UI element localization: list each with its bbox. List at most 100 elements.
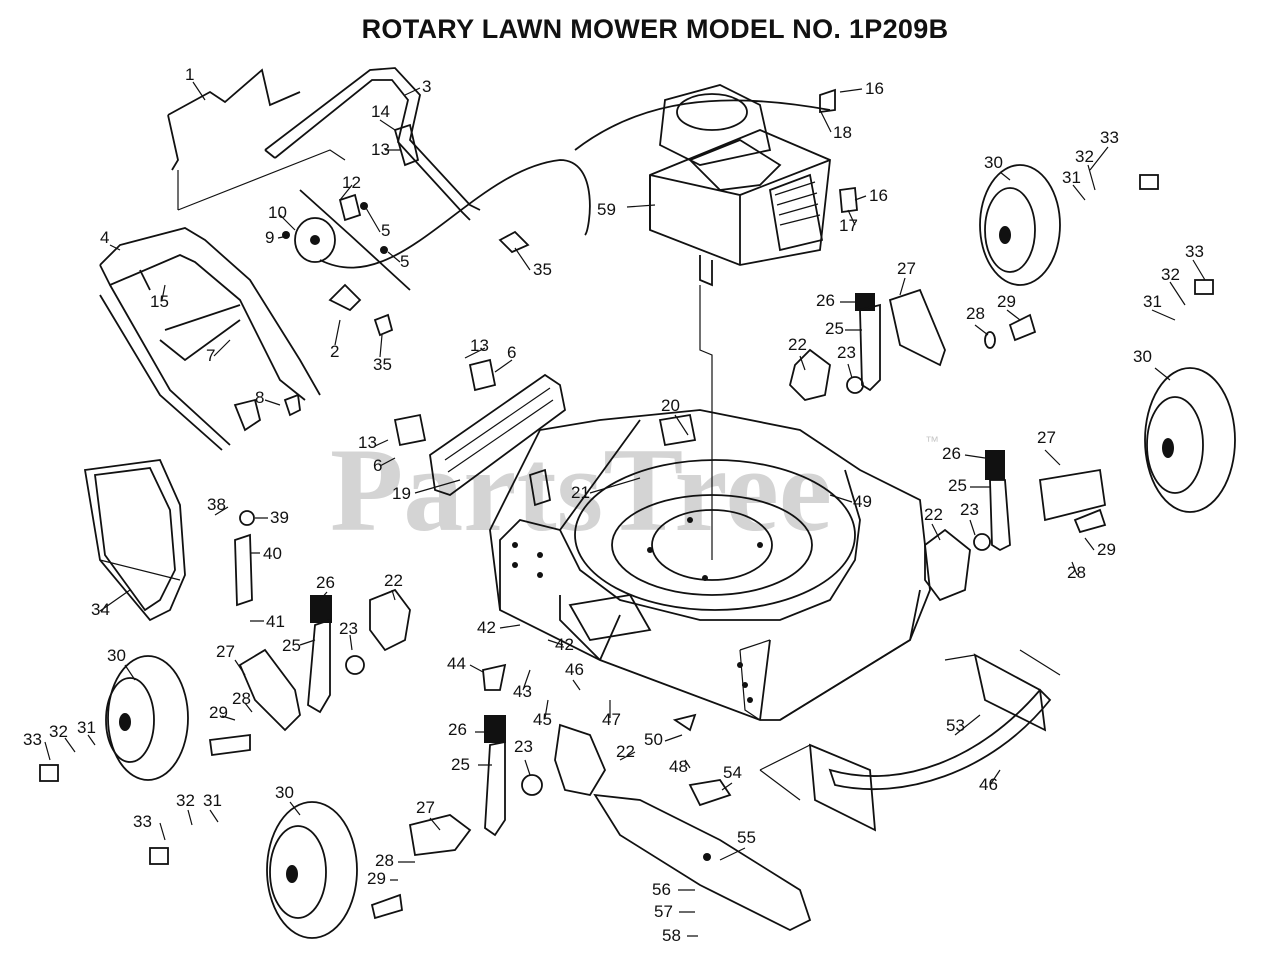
part-label-14: 14 — [371, 102, 390, 121]
part-label-40: 40 — [263, 544, 282, 563]
part-label-44: 44 — [447, 654, 466, 673]
part-label-1: 1 — [185, 65, 194, 84]
part-label-56: 56 — [652, 880, 671, 899]
part-label-30: 30 — [107, 646, 126, 665]
wheel-rear-left — [105, 655, 189, 781]
part-label-28: 28 — [966, 304, 985, 323]
part-labels: 1 3 14 13 12 10 9 5 5 4 15 7 2 35 35 8 1… — [23, 65, 1204, 945]
small-hardware — [39, 88, 1214, 920]
part-label-32: 32 — [49, 722, 68, 741]
blade — [593, 779, 812, 932]
control-brackets — [233, 123, 530, 432]
part-label-34: 34 — [91, 600, 110, 619]
engine — [649, 84, 831, 287]
part-label-20: 20 — [661, 396, 680, 415]
part-label-13: 13 — [358, 433, 377, 452]
part-label-7: 7 — [206, 346, 215, 365]
height-adjuster-right-rear — [789, 288, 946, 401]
part-label-50: 50 — [644, 730, 663, 749]
part-label-6: 6 — [507, 343, 516, 362]
part-label-19: 19 — [392, 484, 411, 503]
part-label-32: 32 — [1161, 265, 1180, 284]
part-label-27: 27 — [1037, 428, 1056, 447]
part-label-57: 57 — [654, 902, 673, 921]
part-label-15: 15 — [150, 292, 169, 311]
part-label-47: 47 — [602, 710, 621, 729]
part-label-16: 16 — [865, 79, 884, 98]
height-adjuster-right-front — [924, 450, 1107, 602]
part-label-46: 46 — [565, 660, 584, 679]
part-label-38: 38 — [207, 495, 226, 514]
part-label-29: 29 — [209, 703, 228, 722]
part-label-29: 29 — [1097, 540, 1116, 559]
part-label-48: 48 — [669, 757, 688, 776]
part-label-26: 26 — [816, 291, 835, 310]
control-cable — [319, 159, 591, 269]
leader-lines — [44, 81, 1206, 937]
rear-baffle — [429, 373, 566, 497]
height-adjuster-left-rear — [238, 588, 411, 732]
part-label-58: 58 — [662, 926, 681, 945]
part-label-21: 21 — [571, 483, 590, 502]
part-label-26: 26 — [316, 573, 335, 592]
part-label-31: 31 — [77, 718, 96, 737]
part-label-42: 42 — [555, 635, 574, 654]
part-label-32: 32 — [176, 791, 195, 810]
part-label-18: 18 — [833, 123, 852, 142]
part-label-25: 25 — [825, 319, 844, 338]
part-label-33: 33 — [1100, 128, 1119, 147]
part-label-26: 26 — [448, 720, 467, 739]
part-label-55: 55 — [737, 828, 756, 847]
part-label-31: 31 — [1062, 168, 1081, 187]
part-label-17: 17 — [839, 216, 858, 235]
part-label-25: 25 — [451, 755, 470, 774]
part-label-33: 33 — [133, 812, 152, 831]
part-label-13: 13 — [470, 336, 489, 355]
crankshaft-line — [699, 285, 713, 560]
part-label-22: 22 — [384, 571, 403, 590]
part-label-28: 28 — [375, 851, 394, 870]
part-label-22: 22 — [924, 505, 943, 524]
part-label-5: 5 — [381, 221, 390, 240]
part-label-29: 29 — [367, 869, 386, 888]
part-label-8: 8 — [255, 388, 264, 407]
part-label-27: 27 — [416, 798, 435, 817]
height-adjuster-left-front — [408, 715, 607, 857]
part-label-27: 27 — [897, 259, 916, 278]
wheel-front-left — [266, 801, 358, 939]
part-label-32: 32 — [1075, 147, 1094, 166]
part-label-22: 22 — [616, 742, 635, 761]
part-label-30: 30 — [984, 153, 1003, 172]
part-label-13: 13 — [371, 140, 390, 159]
part-label-53: 53 — [946, 716, 965, 735]
part-label-25: 25 — [282, 636, 301, 655]
part-label-2: 2 — [330, 342, 339, 361]
wheel-rear-right — [979, 164, 1061, 286]
part-label-49: 49 — [853, 492, 872, 511]
part-label-4: 4 — [100, 228, 109, 247]
part-label-31: 31 — [203, 791, 222, 810]
part-label-12: 12 — [342, 173, 361, 192]
part-label-25: 25 — [948, 476, 967, 495]
diagram-title: ROTARY LAWN MOWER MODEL NO. 1P209B — [361, 14, 949, 44]
upper-handle — [167, 67, 481, 291]
part-label-33: 33 — [1185, 242, 1204, 261]
part-label-31: 31 — [1143, 292, 1162, 311]
part-label-16: 16 — [869, 186, 888, 205]
part-label-41: 41 — [266, 612, 285, 631]
part-label-3: 3 — [422, 77, 431, 96]
part-label-9: 9 — [265, 228, 274, 247]
part-label-30: 30 — [1133, 347, 1152, 366]
part-label-28: 28 — [232, 689, 251, 708]
part-label-5: 5 — [400, 252, 409, 271]
watermark-tm: ™ — [925, 433, 939, 449]
part-label-33: 33 — [23, 730, 42, 749]
part-label-42: 42 — [477, 618, 496, 637]
part-label-29: 29 — [997, 292, 1016, 311]
lower-handle — [99, 227, 321, 451]
part-label-54: 54 — [723, 763, 742, 782]
part-label-39: 39 — [270, 508, 289, 527]
rear-flap — [759, 649, 1061, 832]
part-label-6: 6 — [373, 456, 382, 475]
